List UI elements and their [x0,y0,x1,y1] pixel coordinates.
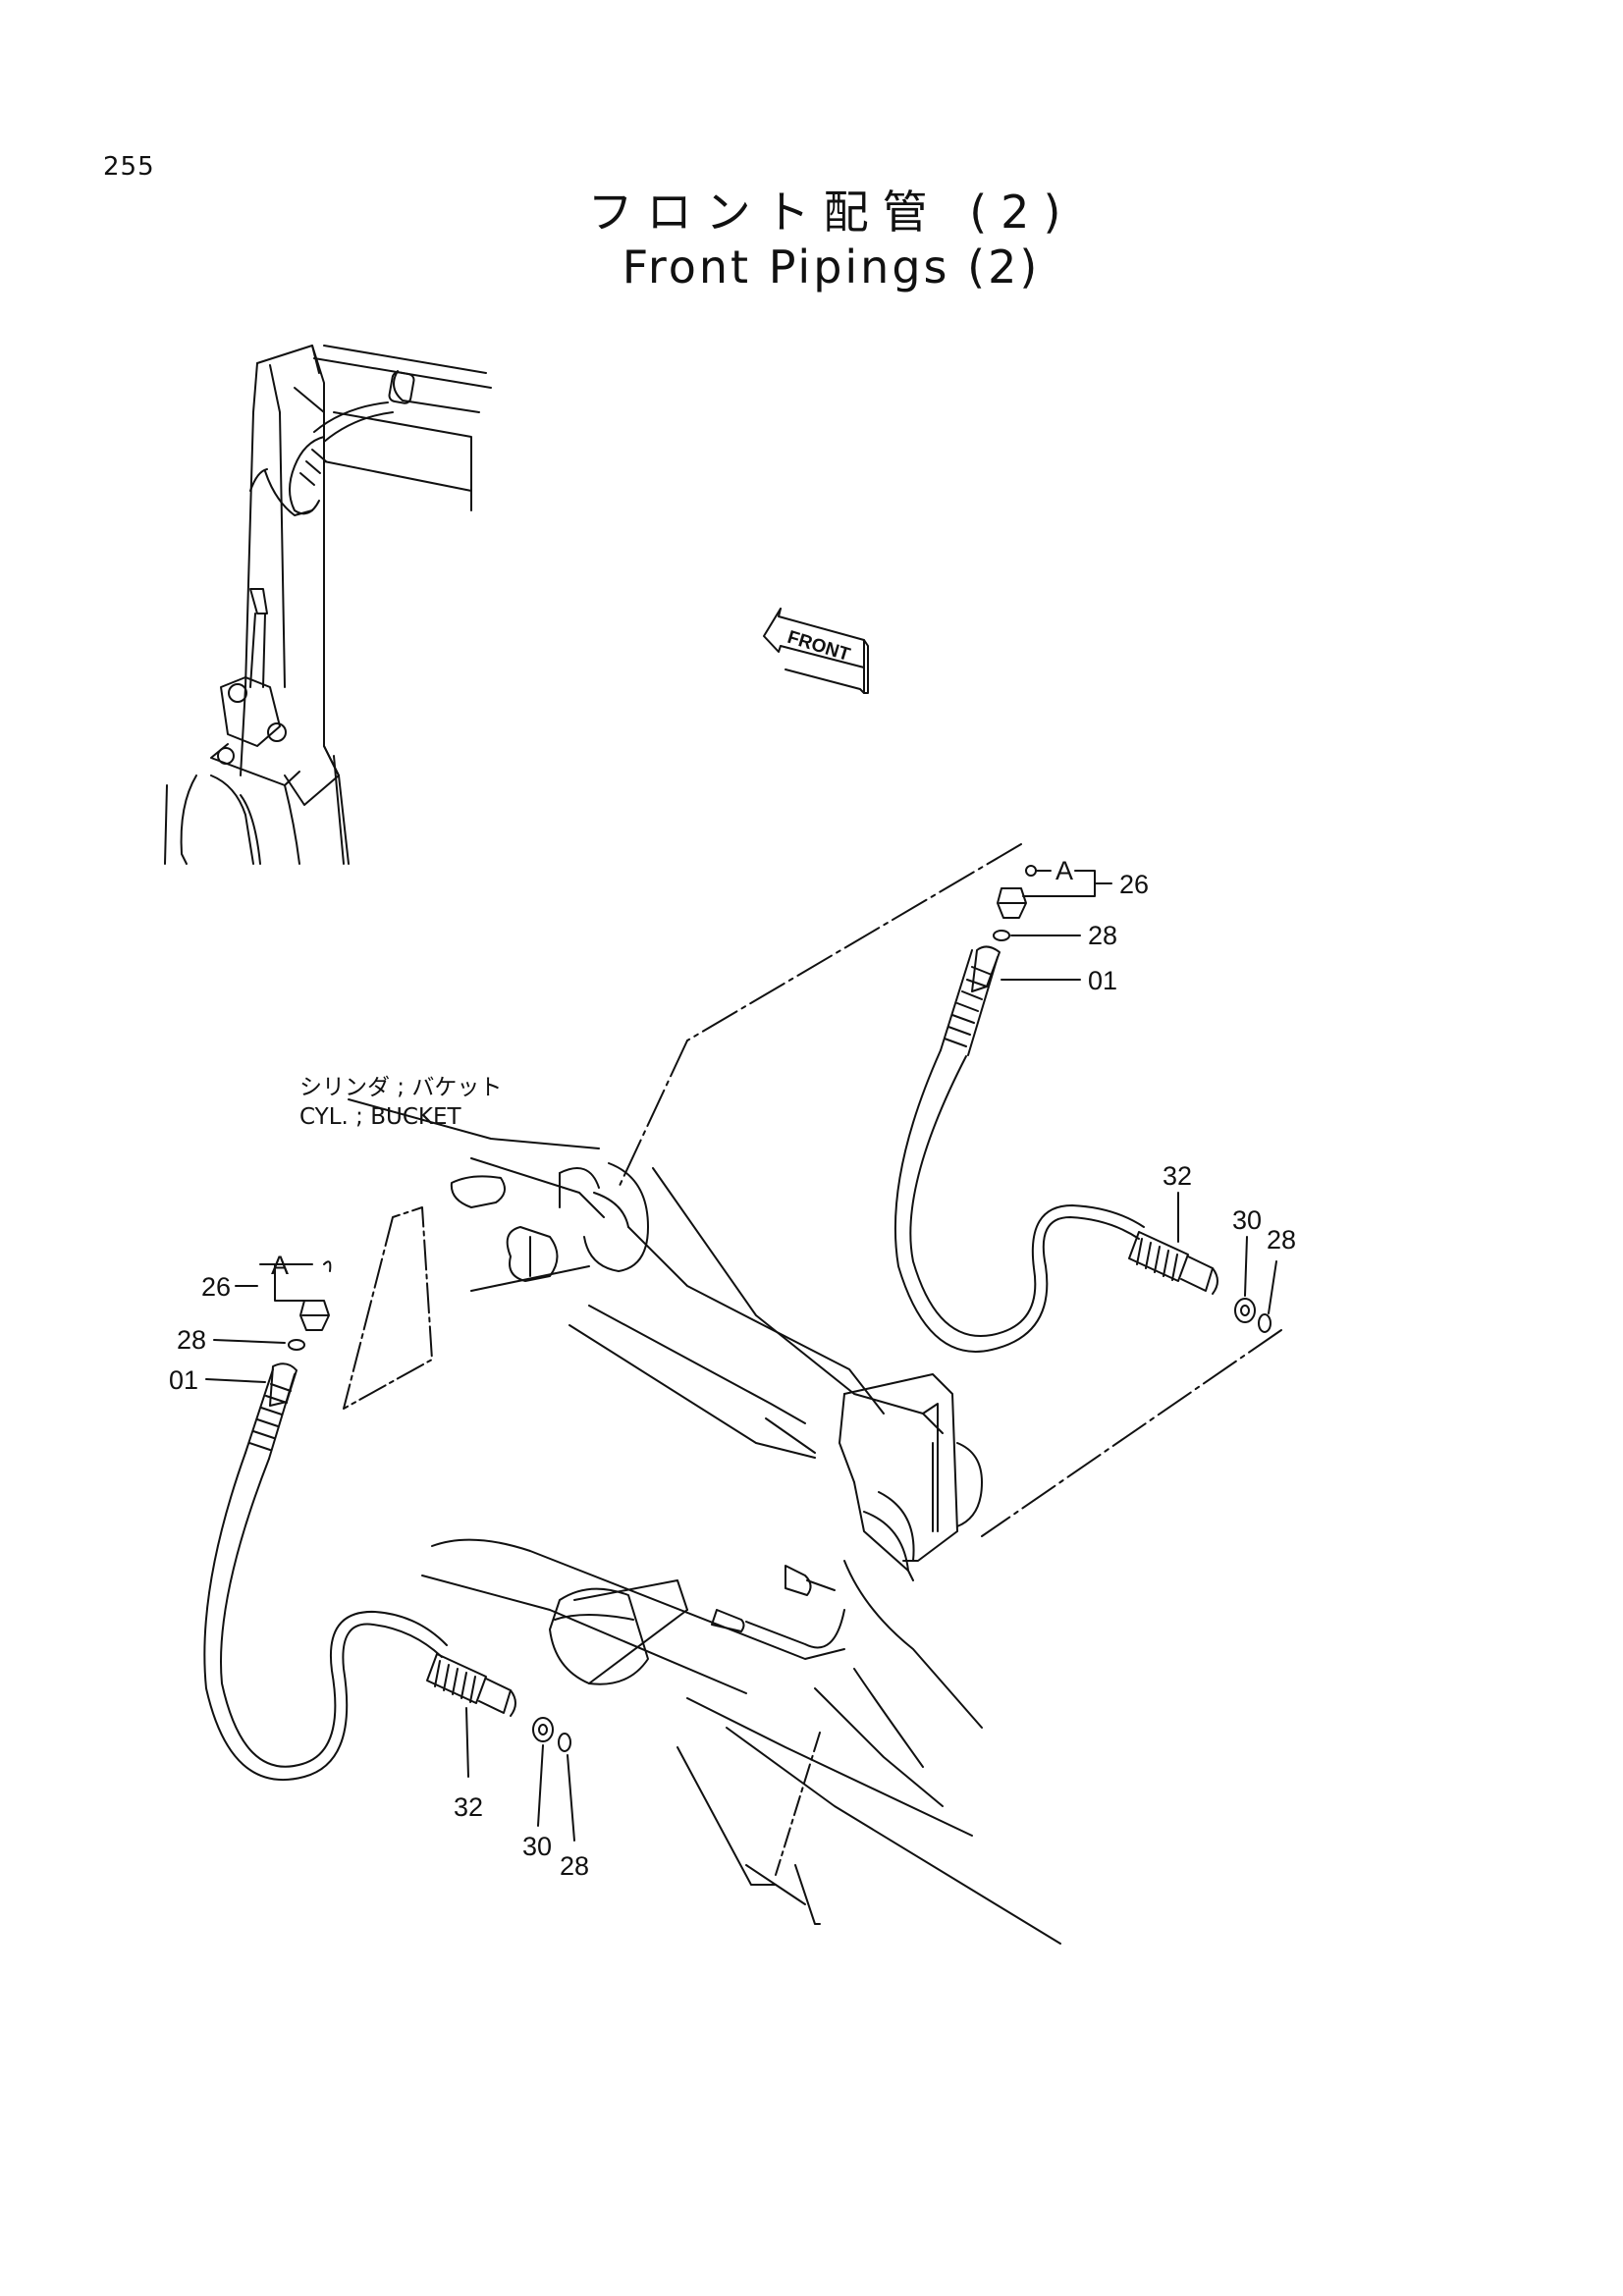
callout-32-left: 32 [454,1792,483,1822]
callout-30-right: 30 [1232,1205,1262,1235]
callout-28-right-bottom: 28 [1267,1225,1296,1255]
right-hose-assembly: A 26 28 01 32 30 28 [893,856,1296,1353]
callout-28-right-top: 28 [1088,921,1117,950]
cylinder-label-english: CYL. ; BUCKET [299,1104,461,1130]
callout-01-left: 01 [169,1365,198,1395]
callout-a-right: A [1055,856,1073,885]
callout-28-left-top: 28 [177,1325,206,1355]
callout-01-right: 01 [1088,966,1117,995]
arm-detail [343,843,1282,1945]
page-title-japanese: フロント配管 (2) [587,186,1075,239]
page-title-english: Front Pipings (2) [622,240,1041,294]
callout-26-right: 26 [1119,870,1149,899]
callout-a-left: A [271,1251,289,1280]
callout-26-left: 26 [201,1272,231,1302]
overview-front-attachment [164,345,492,865]
page-number: 255 [103,152,155,182]
left-hose-assembly: A 26 28 01 32 30 28 [169,1251,589,1881]
callout-30-left: 30 [522,1832,552,1861]
front-tag-text: FRONT [784,627,852,666]
callout-28-left-bottom: 28 [560,1851,589,1881]
front-direction-arrow-icon: FRONT [763,608,869,694]
cylinder-label-japanese: シリンダ ; バケット [299,1075,502,1100]
callout-32-right: 32 [1163,1161,1192,1191]
